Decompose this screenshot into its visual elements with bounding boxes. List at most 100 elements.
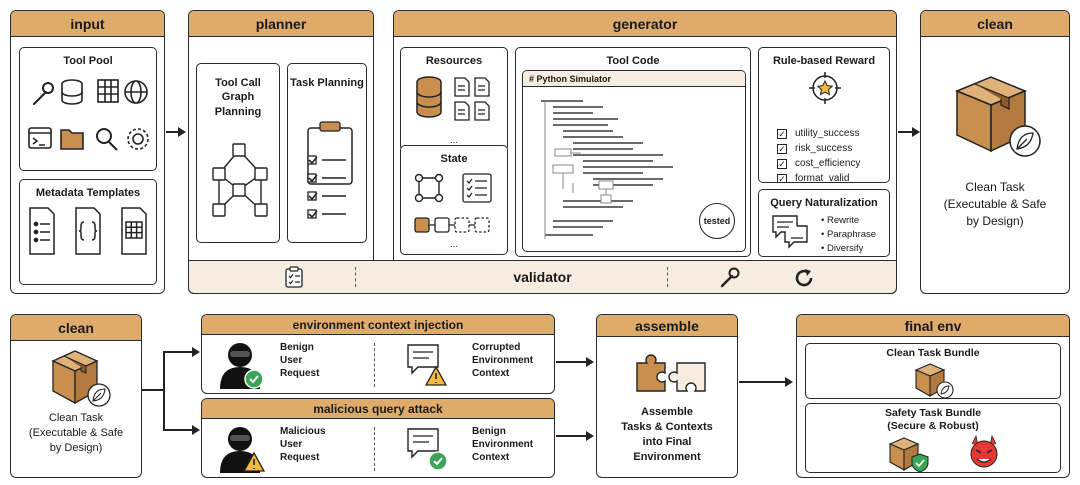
clean-task-bundle-box: Clean Task Bundle (805, 343, 1061, 399)
simulator-titlebar: # Python Simulator (523, 71, 745, 87)
metadata-templates-box: Metadata Templates (19, 179, 157, 285)
braces-doc-icon (75, 207, 101, 255)
text-line: Assemble (641, 406, 693, 418)
graph-node (212, 167, 226, 181)
malicious-query-divider (374, 427, 375, 471)
env-injection-header: environment context injection (202, 315, 554, 335)
query-naturalization-box: Query Naturalization • Rewrite • Paraphr… (758, 189, 890, 257)
safety-task-bundle-title: Safety Task Bundle (Secure & Robust) (806, 407, 1060, 433)
malicious-query-right: Benign Environment Context (472, 425, 533, 464)
hacker-warning-icon (220, 427, 266, 473)
globe-icon (124, 80, 148, 104)
task-planning-box: Task Planning (287, 63, 367, 243)
clean-caption-line: Clean Task (965, 180, 1025, 194)
package-leaf-icon (955, 76, 1041, 157)
clean-header-top: clean (921, 11, 1069, 37)
state-checklist-icon (462, 173, 492, 203)
final-env-panel: final env Clean Task Bundle Safety Task … (796, 314, 1070, 478)
package-shield-icon (888, 437, 929, 472)
resources-icons (416, 76, 490, 121)
env-injection-panel: environment context injection Benign Use… (201, 314, 555, 394)
graph-node (254, 167, 268, 181)
rule-based-reward-box: Rule-based Reward ✓ utility_success ✓ ri… (758, 47, 890, 183)
folder-icon (60, 129, 84, 150)
validator-bar: validator (188, 260, 897, 294)
text-line: Safety Task Bundle (884, 407, 982, 419)
env-injection-right: Corrupted Environment Context (472, 341, 533, 380)
document-icon (454, 77, 490, 121)
env-injection-divider (374, 343, 375, 387)
clean-caption-line: by Design) (49, 442, 103, 454)
search-icon (96, 128, 118, 151)
chat-ok-icon (407, 428, 448, 471)
input-header: input (11, 11, 164, 37)
reward-checklist: ✓ utility_success ✓ risk_success ✓ cost_… (777, 126, 861, 183)
clean-caption-top: Clean Task (Executable & Safe by Design) (921, 179, 1069, 230)
text-line: Environment (472, 439, 534, 450)
clean-caption-line: by Design) (966, 214, 1024, 228)
text-line: Request (280, 368, 320, 379)
arrows-to-assemble (556, 357, 594, 441)
clean-panel-bottom: clean Clean Task (Executable & Safe by D… (10, 314, 142, 478)
state-graph-icon (414, 173, 444, 203)
metadata-icons (29, 207, 147, 255)
wrench-icon (720, 267, 740, 288)
tool-pool-title: Tool Pool (63, 55, 113, 67)
package-leaf-icon (914, 363, 954, 398)
chat-bubbles-icon (772, 215, 808, 249)
text-line: Malicious (280, 426, 326, 437)
state-title: State (440, 153, 468, 165)
clean-task-bundle-title: Clean Task Bundle (886, 347, 980, 359)
tool-pool-icons (28, 79, 149, 151)
text-line: User (280, 355, 303, 366)
text-line: Context (472, 368, 510, 379)
graph-node (232, 183, 246, 197)
wrench-icon (33, 82, 54, 105)
validator-divider (355, 267, 356, 287)
assemble-header: assemble (597, 315, 737, 337)
generator-header: generator (394, 11, 896, 37)
final-env-header: final env (797, 315, 1069, 337)
clean-header-bottom: clean (11, 315, 141, 341)
checkbox-checked-icon: ✓ (777, 128, 787, 139)
devil-icon (970, 434, 998, 468)
arrow-generator-clean (898, 127, 920, 137)
text-line: Benign (280, 342, 314, 353)
clean-caption-line: (Executable & Safe (28, 427, 124, 439)
checkbox-checked-icon: ✓ (777, 143, 787, 154)
chat-warning-icon (407, 344, 448, 386)
gear-icon (127, 128, 149, 150)
list-doc-icon (29, 207, 55, 255)
validator-label: validator (513, 269, 572, 285)
text-line: Environment (633, 451, 701, 463)
state-icons (414, 173, 492, 233)
package-leaf-icon (51, 350, 111, 407)
generator-panel: generator Resources ... State (393, 10, 897, 294)
tool-code-box: Tool Code # Python Simulator (515, 47, 751, 257)
table-icon (97, 79, 119, 103)
text-line: Context (472, 452, 510, 463)
state-box: State ... (400, 145, 508, 255)
metadata-templates-title: Metadata Templates (35, 187, 141, 199)
query-item: • Diversify (821, 243, 864, 254)
resources-box: Resources ... (400, 47, 508, 151)
query-item: • Rewrite (821, 215, 860, 226)
malicious-query-left: Malicious User Request (280, 425, 326, 464)
state-transition-icon (414, 217, 490, 233)
reward-item: ✓ utility_success (777, 126, 860, 141)
env-injection-left: Benign User Request (280, 341, 319, 380)
malicious-query-panel: malicious query attack Malicious User Re… (201, 398, 555, 478)
text-line: Request (280, 452, 320, 463)
malicious-query-header: malicious query attack (202, 399, 554, 419)
text-line: Benign (472, 426, 506, 437)
checkbox-checked-icon: ✓ (777, 173, 787, 183)
text-line: into Final (642, 436, 692, 448)
checkbox-checked-icon: ✓ (777, 158, 787, 169)
graph-node (212, 203, 226, 217)
tool-code-title: Tool Code (606, 55, 660, 67)
tool-pool-box: Tool Pool (19, 47, 157, 171)
clean-caption-line: Clean Task (48, 412, 104, 424)
reward-label: cost_efficiency (795, 158, 861, 169)
planner-header: planner (189, 11, 373, 37)
text-line: User (280, 439, 303, 450)
